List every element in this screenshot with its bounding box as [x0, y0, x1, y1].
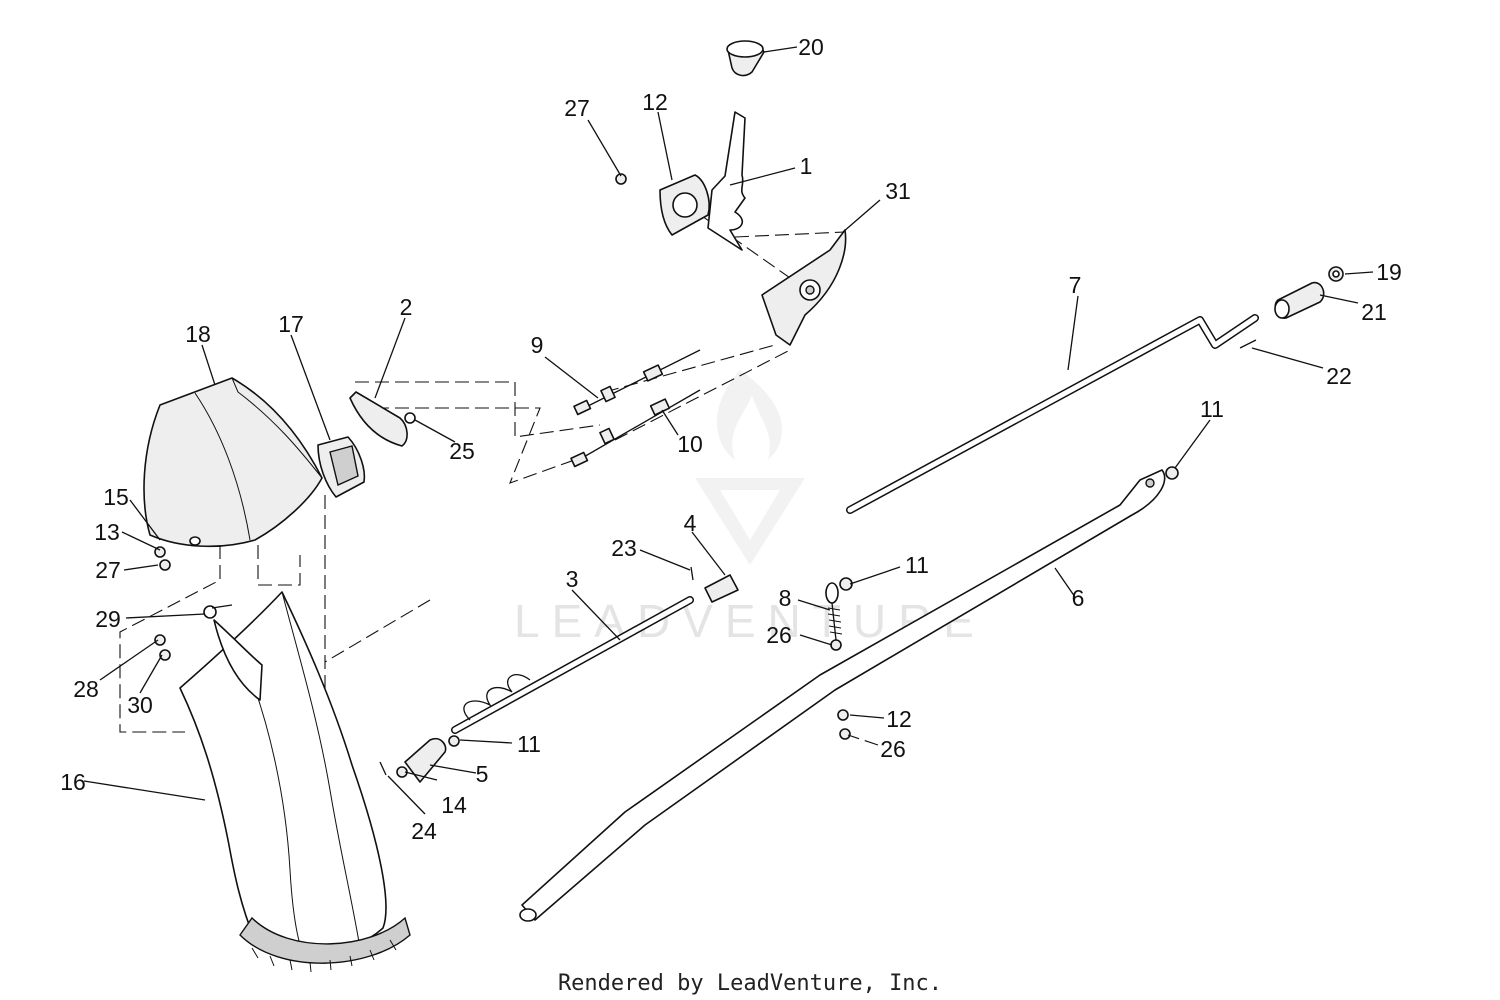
callout-21: 21	[1361, 299, 1387, 325]
part-10-lower-cable	[570, 389, 701, 468]
callout-31: 31	[885, 178, 911, 204]
callout-9: 9	[531, 332, 544, 358]
part-5-bearing-flange	[404, 737, 447, 783]
part-6-handle-tube	[519, 469, 1166, 922]
callout-28: 28	[73, 676, 99, 702]
part-16-discharge-chute	[179, 591, 411, 973]
callout-18: 18	[185, 321, 211, 347]
callout-30: 30	[127, 692, 153, 718]
callout-6: 6	[1072, 585, 1085, 611]
callout-22: 22	[1326, 363, 1352, 389]
callout-leaders	[83, 46, 1374, 815]
part-31-mounting-bracket	[761, 229, 847, 346]
callout-27-left: 27	[95, 557, 121, 583]
callout-12-lower: 12	[886, 706, 912, 732]
callout-23: 23	[611, 535, 637, 561]
callout-27-top: 27	[564, 95, 590, 121]
callout-11-mid: 11	[905, 552, 929, 578]
callout-8: 8	[779, 585, 792, 611]
callout-20: 20	[798, 34, 824, 60]
callout-2: 2	[400, 294, 413, 320]
callout-10: 10	[677, 431, 703, 457]
callout-29: 29	[95, 606, 121, 632]
callout-5: 5	[476, 761, 489, 787]
part-7-shift-rod	[846, 314, 1259, 514]
part-21-handle-grip	[1274, 281, 1325, 319]
part-4-coupler	[704, 574, 739, 603]
footer-credit: Rendered by LeadVenture, Inc.	[558, 971, 942, 996]
leadventure-watermark-logo	[695, 370, 805, 565]
callout-13: 13	[94, 519, 120, 545]
part-17-chute-bracket	[317, 436, 366, 498]
callout-4: 4	[684, 510, 697, 536]
part-2-cable-bracket	[349, 391, 416, 447]
callout-7: 7	[1069, 272, 1082, 298]
part-20-knob	[726, 40, 765, 77]
callout-labels: 20 27 12 1 31 19 21 7 22 2 18 17 9 25 10…	[60, 34, 1402, 844]
callout-14: 14	[441, 792, 467, 818]
callout-25: 25	[449, 438, 475, 464]
callout-26-lower: 26	[880, 736, 906, 762]
callout-15: 15	[103, 484, 129, 510]
part-1-control-lever	[707, 111, 746, 251]
callout-19: 19	[1376, 259, 1402, 285]
callout-3: 3	[566, 566, 579, 592]
part-12-control-housing	[659, 174, 710, 236]
callout-11-lower: 11	[517, 731, 541, 757]
callout-1: 1	[800, 153, 813, 179]
part-19-nut	[1328, 266, 1344, 282]
small-hardware	[154, 173, 1257, 778]
callout-26-upper: 26	[766, 622, 792, 648]
part-3-auger-shaft	[451, 596, 694, 734]
part-18-chute-deflector	[143, 377, 323, 548]
part-8-eye-bolt	[825, 582, 843, 641]
part-9-upper-cable	[573, 349, 701, 416]
callout-24: 24	[411, 818, 437, 844]
callout-12-top: 12	[642, 89, 668, 115]
callout-16: 16	[60, 769, 86, 795]
callout-11-right: 11	[1200, 396, 1224, 422]
callout-17: 17	[278, 311, 304, 337]
